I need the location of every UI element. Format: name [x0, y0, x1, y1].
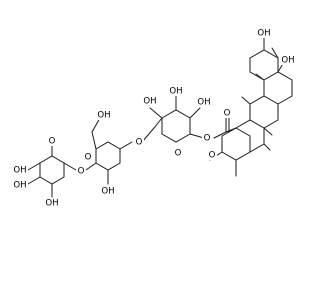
o-label: O — [175, 149, 182, 159]
o-label: O — [204, 134, 211, 144]
o-label: O — [224, 109, 231, 119]
oh-label: OH — [197, 98, 210, 108]
oh-label: OH — [97, 111, 110, 121]
oh-label: OH — [13, 166, 26, 176]
oh-label: OH — [45, 199, 58, 209]
o-label: O — [209, 151, 216, 161]
o-label: O — [49, 137, 56, 147]
oh-label: OH — [257, 29, 270, 39]
atom-labels: OH OH OH O O O O O OH OH O O OH OH OH OH… — [12, 28, 296, 209]
structure-diagram: OH OH OH O O O O O OH OH O O OH OH OH OH… — [12, 28, 296, 209]
o-label: O — [136, 138, 143, 148]
oh-label: OH — [143, 97, 156, 107]
oh-label: OH — [281, 56, 294, 66]
bond-lines — [27, 37, 293, 198]
o-label: O — [85, 153, 92, 163]
o-label: O — [78, 167, 85, 177]
oh-label: OH — [13, 181, 26, 191]
oh-label: OH — [169, 87, 182, 97]
oh-label: OH — [101, 187, 114, 197]
